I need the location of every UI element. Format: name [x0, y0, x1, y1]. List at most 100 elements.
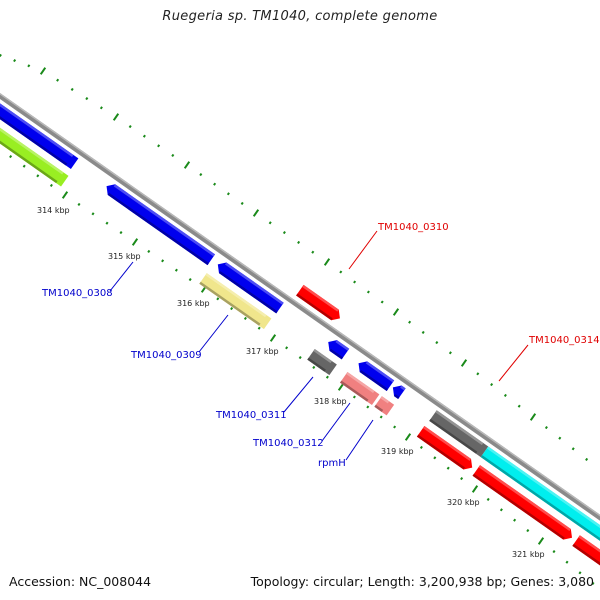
scale-label: 318 kbp [314, 397, 347, 406]
minor-tick [408, 320, 412, 324]
gene-label[interactable]: TM1040_0314 [528, 335, 600, 346]
minor-tick [147, 249, 151, 253]
gene-feature[interactable] [0, 66, 79, 170]
minor-tick [70, 87, 74, 91]
minor-tick [312, 365, 316, 369]
scale-label: 316 kbp [177, 299, 210, 308]
minor-tick [585, 457, 589, 461]
gene-features [0, 66, 600, 600]
minor-tick [499, 508, 503, 512]
minor-tick [448, 351, 452, 355]
outer-tick-ring [0, 53, 589, 461]
genome-backbone [0, 65, 600, 587]
gene-feature[interactable] [472, 465, 576, 543]
minor-tick [366, 405, 370, 409]
minor-tick [27, 64, 31, 68]
scale-label: 314 kbp [37, 206, 70, 215]
major-tick [112, 113, 120, 121]
gene-feature[interactable] [0, 82, 69, 187]
gene-feature[interactable] [325, 337, 350, 360]
major-tick [131, 238, 139, 246]
gene-feature[interactable] [199, 273, 272, 330]
leader-line [321, 402, 351, 442]
minor-tick [105, 221, 109, 225]
minor-tick [174, 268, 178, 272]
minor-tick [513, 518, 517, 522]
minor-tick [13, 59, 17, 63]
gene-feature[interactable] [416, 426, 476, 473]
major-tick [269, 334, 277, 342]
minor-tick [591, 581, 595, 585]
leader-line [198, 314, 229, 353]
minor-tick [188, 278, 192, 282]
gene-feature[interactable] [296, 284, 344, 324]
gene-feature[interactable] [214, 259, 284, 314]
genome-summary-text: Topology: circular; Length: 3,200,938 bp… [250, 574, 594, 589]
minor-tick [325, 375, 329, 379]
major-tick [529, 413, 537, 421]
minor-tick [435, 341, 439, 345]
minor-tick [257, 326, 261, 330]
gene-label[interactable]: TM1040_0310 [377, 222, 449, 233]
minor-tick [128, 125, 132, 129]
minor-tick [517, 404, 521, 408]
minor-tick [433, 456, 437, 460]
gene-feature[interactable] [340, 371, 380, 406]
minor-tick [119, 231, 123, 235]
minor-tick [213, 182, 217, 186]
minor-tick [161, 259, 165, 263]
major-tick [337, 383, 345, 391]
major-tick [471, 485, 479, 493]
gene-feature[interactable] [307, 348, 337, 376]
minor-tick [36, 174, 40, 178]
minor-tick [578, 571, 582, 575]
gene-label[interactable]: TM1040_0308 [41, 288, 113, 299]
minor-tick [353, 280, 357, 284]
gene-feature[interactable] [355, 358, 395, 391]
minor-tick [199, 173, 203, 177]
minor-tick [490, 383, 494, 387]
minor-tick [352, 395, 356, 399]
gene-label[interactable]: TM1040_0312 [252, 438, 324, 449]
scale-label: 320 kbp [447, 498, 480, 507]
minor-tick [0, 53, 2, 57]
minor-tick [366, 290, 370, 294]
minor-tick [226, 192, 230, 196]
gene-feature[interactable] [480, 446, 600, 600]
minor-tick [49, 183, 53, 187]
scale-label: 317 kbp [246, 347, 279, 356]
minor-tick [558, 436, 562, 440]
minor-tick [171, 153, 175, 157]
leader-line [283, 376, 314, 413]
minor-tick [311, 250, 315, 254]
minor-tick [85, 97, 89, 101]
minor-tick [380, 300, 384, 304]
leader-line [345, 419, 374, 461]
major-tick [537, 537, 545, 545]
gene-feature[interactable] [103, 181, 215, 266]
minor-tick [421, 330, 425, 334]
gene-feature[interactable] [429, 410, 489, 458]
gene-label[interactable]: TM1040_0311 [215, 410, 287, 421]
map-title: Ruegeria sp. TM1040, complete genome [162, 9, 438, 24]
major-tick [404, 433, 412, 441]
gene-feature[interactable] [572, 535, 600, 600]
major-tick [39, 67, 47, 75]
minor-tick [216, 297, 220, 301]
minor-tick [22, 164, 26, 168]
gene-feature[interactable] [374, 396, 395, 416]
gene-label[interactable]: TM1040_0309 [130, 350, 202, 361]
leader-line [348, 230, 378, 270]
major-tick [252, 209, 260, 217]
minor-tick [282, 231, 286, 235]
minor-tick [544, 426, 548, 430]
gene-label[interactable]: rpmH [318, 458, 346, 469]
minor-tick [99, 106, 103, 110]
minor-tick [419, 445, 423, 449]
gene-feature[interactable] [389, 382, 406, 400]
minor-tick [298, 356, 302, 360]
minor-tick [486, 497, 490, 501]
scale-label: 319 kbp [381, 447, 414, 456]
